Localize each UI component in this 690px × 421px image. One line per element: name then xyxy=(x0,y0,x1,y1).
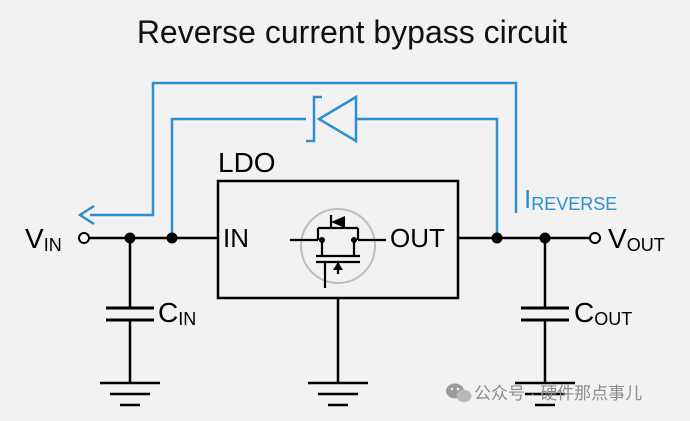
junction-dot xyxy=(166,232,178,244)
bypass-inner-wire-right xyxy=(356,117,499,238)
bypass-path xyxy=(90,81,518,238)
junction-dot xyxy=(491,232,503,244)
bypass-inner-wire xyxy=(170,117,306,238)
junction-dot xyxy=(539,232,551,244)
ground-icon-ldo xyxy=(308,381,368,407)
watermark-text: 公众号 · 硬件那点事儿 xyxy=(474,384,642,403)
wechat-icon xyxy=(446,383,472,403)
watermark: 公众号 · 硬件那点事儿 xyxy=(446,383,642,403)
junction-dot xyxy=(124,232,136,244)
reverse-current-arrow-icon xyxy=(77,204,95,226)
ldo-out-pin-label: OUT xyxy=(390,223,445,253)
junction-dots xyxy=(124,232,551,244)
ldo-label: LDO xyxy=(218,147,276,178)
ground-icon-cout xyxy=(515,381,575,407)
ldo-in-pin-label: IN xyxy=(223,223,249,253)
ireverse-label: IREVERSE xyxy=(524,184,617,214)
cin-label: CIN xyxy=(158,297,196,329)
diagram-title: Reverse current bypass circuit xyxy=(137,14,567,50)
cin-capacitor-icon xyxy=(106,306,154,322)
schottky-diode-icon xyxy=(306,94,358,144)
main-wiring xyxy=(89,236,590,383)
cout-label: COUT xyxy=(574,297,632,329)
ldo-block xyxy=(216,179,460,300)
cout-capacitor-icon xyxy=(521,306,569,322)
bypass-outer-wire xyxy=(90,81,518,217)
mosfet-icon xyxy=(290,208,386,288)
vout-terminal-icon xyxy=(589,232,601,244)
ground-icon-cin xyxy=(100,381,160,407)
vin-label: VIN xyxy=(25,223,62,255)
vout-label: VOUT xyxy=(608,223,665,255)
vin-terminal-icon xyxy=(78,232,90,244)
